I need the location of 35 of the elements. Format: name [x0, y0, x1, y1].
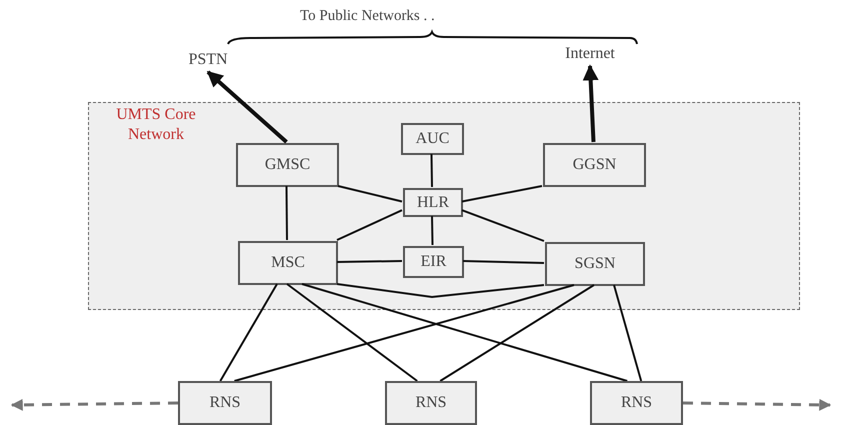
connector-line [219, 284, 278, 382]
connector-line [462, 260, 544, 264]
connector-line [613, 284, 642, 382]
panel-title: UMTS Core Network [115, 105, 197, 145]
connector-line [431, 216, 434, 246]
network-element-box: GMSC [236, 143, 339, 187]
connector-line [336, 283, 544, 298]
connector-line [462, 185, 542, 202]
heading-text: To Public Networks . . [300, 8, 435, 25]
network-element-box: RNS [385, 381, 477, 425]
core-network-panel [88, 102, 800, 310]
network-element-box: SGSN [545, 242, 645, 286]
connector-line [336, 209, 402, 241]
network-element-box: RNS [590, 381, 683, 425]
connector-line [338, 185, 402, 202]
connector-line [286, 186, 288, 240]
connector-line [302, 283, 628, 382]
arrow [10, 398, 178, 411]
network-element-box: MSC [238, 241, 338, 285]
connector-line [430, 154, 433, 188]
connector-line [286, 283, 418, 382]
network-element-box: GGSN [543, 143, 646, 187]
network-element-box: AUC [401, 123, 464, 155]
arrow [206, 70, 288, 144]
network-label: PSTN [188, 51, 228, 69]
connector-line [336, 260, 402, 263]
network-element-box: HLR [403, 188, 463, 217]
network-element-box: EIR [403, 246, 464, 278]
connector-line [440, 284, 595, 382]
network-element-box: RNS [178, 381, 272, 425]
connector-line [234, 284, 574, 382]
network-label: Internet [565, 45, 615, 63]
arrow [582, 64, 599, 142]
connector-line [462, 209, 544, 242]
arrow [682, 398, 832, 411]
